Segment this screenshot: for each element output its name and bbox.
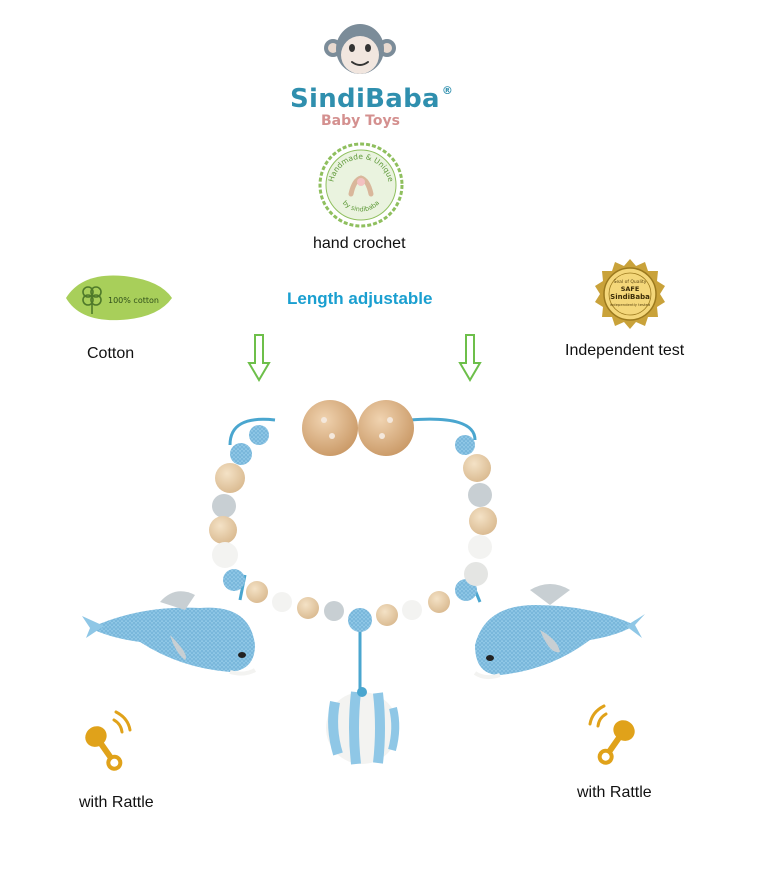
arrow-down-icon-right <box>458 333 482 383</box>
safe-badge-line3: SindiBaba <box>610 293 650 301</box>
cotton-leaf-icon: 100% cotton <box>62 272 174 324</box>
with-rattle-label-right: with Rattle <box>577 784 652 801</box>
monkey-icon <box>324 24 396 74</box>
hands-icon <box>348 175 374 197</box>
handmade-seal: Handmade & Unique by sindibaba <box>318 142 404 228</box>
pacifier-clip-left <box>302 400 358 456</box>
dolphin-right <box>473 584 645 680</box>
dolphin-left <box>82 591 257 676</box>
registered-mark: ® <box>441 84 454 97</box>
safe-badge-line1: Seal of Quality <box>614 279 647 285</box>
cotton-leaf-text: 100% cotton <box>108 296 159 305</box>
arrow-down-icon-left <box>247 333 271 383</box>
independent-test-label: Independent test <box>565 342 685 359</box>
bead-chain <box>209 425 497 632</box>
safe-badge-line2: SAFE <box>621 285 640 293</box>
pacifier-clip-right <box>358 400 414 456</box>
striped-ball <box>326 687 400 765</box>
safe-badge-icon: Seal of Quality SAFE SindiBaba independe… <box>594 258 666 330</box>
safe-badge-line4: independently tested <box>610 302 651 307</box>
with-rattle-label-left: with Rattle <box>79 794 154 811</box>
clover-icon <box>82 286 102 314</box>
length-adjustable-label: Length adjustable <box>287 289 433 308</box>
rattle-icon-left <box>80 708 136 776</box>
cotton-label: Cotton <box>87 345 135 362</box>
rattle-icon-right <box>584 702 640 772</box>
product-photo <box>80 390 650 765</box>
brand-logo <box>323 22 397 80</box>
hand-crochet-label: hand crochet <box>313 235 406 252</box>
brand-name-text: SindiBaba <box>290 84 440 114</box>
brand-name: SindiBaba® <box>290 84 453 114</box>
brand-tagline: Baby Toys <box>321 113 400 129</box>
